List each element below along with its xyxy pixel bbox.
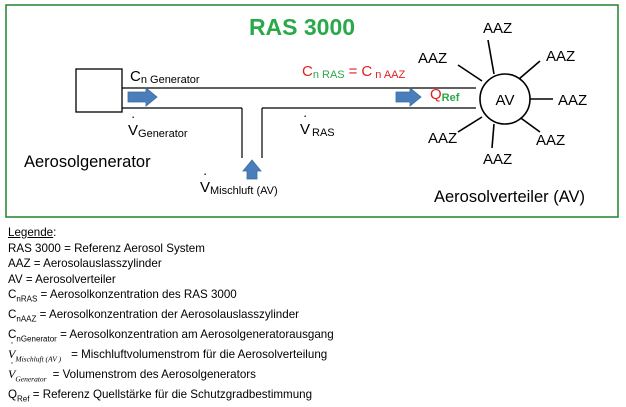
legend-c-aaz-symbol: C bbox=[8, 308, 17, 322]
aaz-label-right: AAZ bbox=[558, 92, 587, 109]
legend-heading-colon: : bbox=[53, 226, 57, 239]
legend-heading: Legende bbox=[8, 226, 54, 239]
legend-v-generator: VGenerator = Volumenstrom des Aerosolgene… bbox=[8, 359, 618, 387]
aaz-label-upper-left: AAZ bbox=[418, 50, 447, 67]
v-ras-dot: · bbox=[303, 108, 307, 123]
legend-c-aaz-sub: nAAZ bbox=[16, 314, 37, 324]
legend-c-ras-text: = Aerosolkonzentration des RAS 3000 bbox=[37, 288, 237, 302]
legend-av: AV = Aerosolverteiler bbox=[8, 272, 116, 286]
diagram-title: RAS 3000 bbox=[249, 14, 355, 40]
legend-v-mix-symbol: V bbox=[8, 339, 15, 363]
v-generator-symbol: VGenerator bbox=[128, 122, 188, 140]
mixing-air-arrow bbox=[242, 159, 262, 180]
legend-c-ras-sub: nRAS bbox=[16, 294, 38, 304]
legend-c-aaz-text: = Aerosolkonzentration der Aerosolauslas… bbox=[36, 308, 300, 322]
legend-v-mix-text: = Mischluftvolumenstrom für die Aerosolv… bbox=[71, 348, 328, 362]
aaz-label-bottom: AAZ bbox=[483, 151, 512, 168]
legend-v-mix-sub: Mischluft (AV ) bbox=[15, 354, 62, 364]
av-label: AV bbox=[496, 92, 515, 109]
ras-frame bbox=[5, 4, 619, 218]
legend-aaz: AAZ = Aerosolauslasszylinder bbox=[8, 257, 162, 271]
legend-c-aaz: CnAAZ = Aerosolkonzentration der Aerosol… bbox=[8, 307, 618, 327]
legend-c-gen-symbol: C bbox=[8, 328, 17, 342]
legend-v-gen-symbol: V bbox=[8, 359, 15, 383]
legend-q-ref: QRef = Referenz Quellstärke für die Schu… bbox=[8, 387, 618, 407]
legend: Legende: RAS 3000 = Referenz Aerosol Sys… bbox=[8, 225, 618, 407]
legend-c-gen-text: = Aerosolkonzentration am Aerosolgenerat… bbox=[56, 328, 334, 342]
legend-v-mix: VMischluft (AV ) = Mischluftvolumenstrom … bbox=[8, 339, 618, 367]
generator-label: Aerosolgenerator bbox=[24, 153, 151, 171]
aaz-label-upper-right: AAZ bbox=[546, 48, 575, 65]
av-circle bbox=[479, 73, 531, 125]
generator-box bbox=[75, 68, 123, 113]
legend-c-gen-sub: nGenerator bbox=[16, 334, 57, 344]
q-ref-symbol: QRef bbox=[430, 86, 460, 104]
legend-q-sub: Ref bbox=[17, 394, 30, 404]
generator-flow-arrow bbox=[127, 87, 158, 107]
distributor-label: Aerosolverteiler (AV) bbox=[434, 188, 585, 206]
legend-v-gen-sub: Generator bbox=[15, 374, 47, 384]
legend-q-text: = Referenz Quellstärke für die Schutzgra… bbox=[29, 387, 313, 401]
ras-flow-arrow bbox=[395, 87, 422, 107]
legend-q-symbol: Q bbox=[8, 387, 18, 401]
legend-c-ras-symbol: C bbox=[8, 288, 17, 302]
c-generator-symbol: Cn Generator bbox=[130, 68, 200, 86]
aaz-label-top: AAZ bbox=[483, 20, 512, 37]
legend-c-ras: CnRAS = Aerosolkonzentration des RAS 300… bbox=[8, 287, 618, 307]
legend-ras: RAS 3000 = Referenz Aerosol System bbox=[8, 241, 205, 255]
aaz-label-lower-left: AAZ bbox=[428, 130, 457, 147]
legend-c-generator: CnGenerator = Aerosolkonzentration am Ae… bbox=[8, 327, 618, 347]
pipe-lines bbox=[122, 87, 476, 158]
legend-v-gen-text: = Volumenstrom des Aerosolgenerators bbox=[52, 368, 256, 381]
aaz-spokes bbox=[457, 39, 553, 149]
v-mix-symbol: VMischluft (AV) bbox=[200, 179, 278, 197]
ras-diagram: RAS 3000 Aerosolgenerator AV AAZ AAZ AAZ… bbox=[5, 4, 619, 218]
v-mix-dot: · bbox=[203, 166, 207, 181]
v-generator-dot: · bbox=[131, 109, 135, 124]
aaz-label-lower-right: AAZ bbox=[536, 132, 565, 149]
legend-heading-row: Legende: bbox=[8, 225, 618, 241]
